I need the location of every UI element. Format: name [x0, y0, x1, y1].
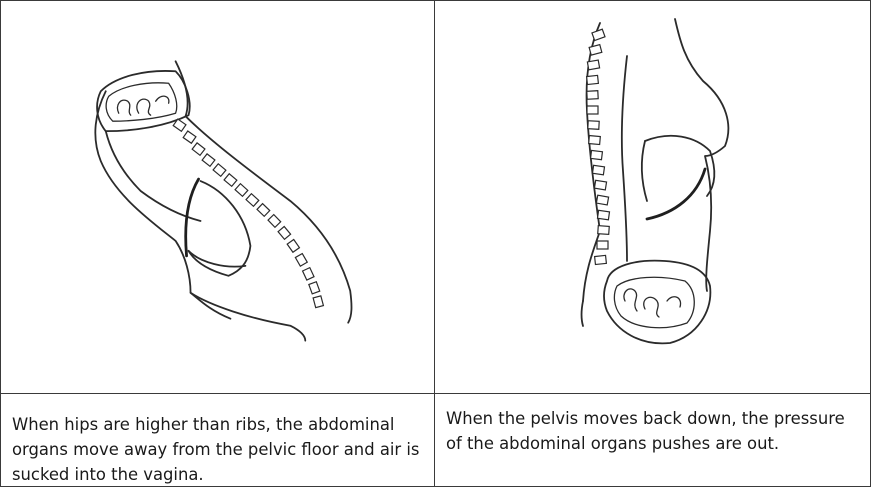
caption-pelvis-down: When the pelvis moves back down, the pre…	[446, 409, 845, 453]
panel-hips-raised: When hips are higher than ribs, the abdo…	[1, 1, 435, 486]
inverted-torso-illustration-icon	[1, 1, 434, 393]
caption-cell-right: When the pelvis moves back down, the pre…	[435, 393, 870, 486]
caption-hips-raised: When hips are higher than ribs, the abdo…	[12, 415, 420, 484]
spine-vertebrae	[172, 118, 325, 309]
spine-vertebrae	[585, 28, 611, 266]
caption-cell-left: When hips are higher than ribs, the abdo…	[1, 393, 434, 486]
upright-torso-illustration-icon	[435, 1, 870, 393]
panel-pelvis-down: When the pelvis moves back down, the pre…	[435, 1, 870, 486]
